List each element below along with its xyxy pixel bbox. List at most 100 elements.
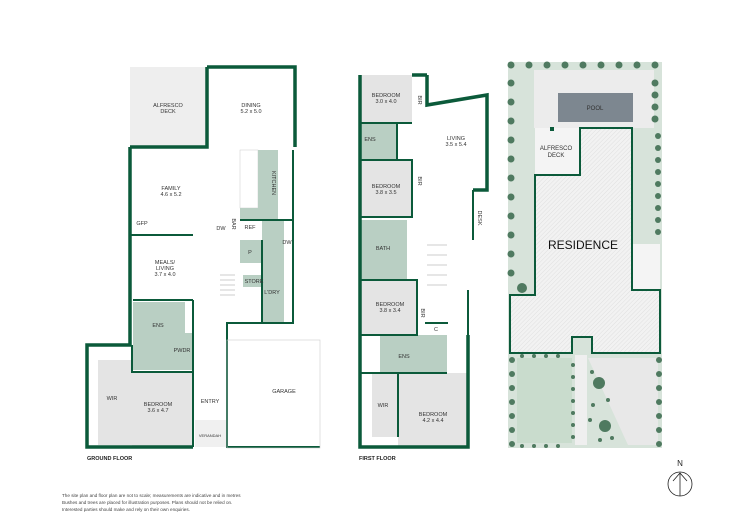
dining-label: DINING bbox=[241, 103, 260, 109]
tree-icon bbox=[588, 418, 592, 422]
tree-icon bbox=[509, 371, 515, 377]
first-floor-title: FIRST FLOOR bbox=[359, 456, 396, 462]
tree-icon bbox=[544, 354, 548, 358]
tree-icon bbox=[590, 370, 594, 374]
tree-icon bbox=[509, 399, 515, 405]
wir-label: WIR bbox=[107, 396, 118, 402]
tree-icon bbox=[544, 444, 548, 448]
tree-icon bbox=[532, 444, 536, 448]
ref-label: REF bbox=[245, 225, 257, 231]
first-floor-plan: BEDROOM 3.0 x 4.0 BIR LIVING 3.5 x 5.4 D… bbox=[358, 73, 489, 462]
bedroom2-size: 3.8 x 3.5 bbox=[375, 190, 396, 196]
garage-outline bbox=[226, 339, 321, 449]
kitchen-floor bbox=[240, 208, 258, 220]
ens1-area bbox=[360, 123, 397, 160]
tree-icon bbox=[656, 357, 662, 363]
store-label: STORE bbox=[245, 279, 264, 285]
verandah-label: VERANDAH bbox=[199, 433, 221, 438]
disclaimer: The site plan and floor plan are not to … bbox=[62, 492, 362, 513]
tree-icon bbox=[651, 115, 659, 123]
bir3-label: BIR bbox=[419, 308, 425, 317]
tree-icon bbox=[507, 250, 515, 258]
north-label: N bbox=[677, 459, 683, 468]
living-size: 3.5 x 5.4 bbox=[445, 142, 466, 148]
tree-icon bbox=[507, 155, 515, 163]
tree-icon bbox=[507, 174, 515, 182]
alfresco-label: ALFRESCO bbox=[153, 103, 183, 109]
tree-icon bbox=[599, 420, 611, 432]
site-deck-label: DECK bbox=[548, 153, 565, 159]
bedroom1-label: BEDROOM bbox=[372, 93, 401, 99]
bedroom1-size: 3.0 x 4.0 bbox=[375, 99, 396, 105]
store-area bbox=[243, 275, 262, 287]
tree-icon bbox=[651, 103, 659, 111]
bedroom-label: BEDROOM bbox=[144, 402, 173, 408]
desk-label: DESK bbox=[476, 211, 482, 226]
bedroom4-label: BEDROOM bbox=[419, 412, 448, 418]
site-plan: POOL ALFRESCO DECK RESIDENCE bbox=[507, 61, 662, 448]
bedroom4-area bbox=[398, 373, 468, 447]
bath-area bbox=[360, 220, 407, 280]
tree-icon bbox=[656, 413, 662, 419]
ens1-label: ENS bbox=[364, 137, 376, 143]
tree-icon bbox=[655, 217, 661, 223]
tree-icon bbox=[591, 403, 595, 407]
tree-icon bbox=[507, 212, 515, 220]
dw-label: DW bbox=[216, 226, 226, 232]
ens2-area bbox=[380, 335, 447, 373]
tree-icon bbox=[606, 398, 610, 402]
tree-icon bbox=[571, 375, 575, 379]
tree-icon bbox=[543, 61, 551, 69]
disclaimer-line-2: Bushes and trees are placed for illustra… bbox=[62, 500, 233, 505]
tree-icon bbox=[571, 363, 575, 367]
tree-icon bbox=[655, 229, 661, 235]
north-arrow: N bbox=[667, 459, 693, 497]
tree-icon bbox=[532, 354, 536, 358]
tree-icon bbox=[655, 181, 661, 187]
kitchen-label: KITCHEN bbox=[270, 171, 276, 195]
ground-floor-plan: ALFRESCO DECK DINING 5.2 x 5.0 FAMILY 4.… bbox=[85, 65, 321, 462]
tree-icon bbox=[651, 91, 659, 99]
tree-icon bbox=[610, 436, 614, 440]
tree-icon bbox=[651, 61, 659, 69]
alfresco-deck-area bbox=[130, 67, 207, 147]
disclaimer-line-1: The site plan and floor plan are not to … bbox=[62, 493, 241, 498]
gfp-label: GFP bbox=[136, 221, 148, 227]
pantry-label: P bbox=[248, 250, 252, 256]
alfresco-deck-site bbox=[535, 128, 580, 175]
entry-label: ENTRY bbox=[201, 399, 220, 405]
meals-label-2: LIVING bbox=[156, 266, 174, 272]
tree-icon bbox=[615, 61, 623, 69]
tree-icon bbox=[655, 133, 661, 139]
first-stairs bbox=[427, 244, 447, 286]
tree-icon bbox=[571, 387, 575, 391]
tree-icon bbox=[556, 444, 560, 448]
tree-icon bbox=[556, 354, 560, 358]
dining-size: 5.2 x 5.0 bbox=[240, 109, 261, 115]
meals-label: MEALS/ bbox=[155, 260, 176, 266]
tree-icon bbox=[571, 411, 575, 415]
tree-icon bbox=[509, 357, 515, 363]
residence-footprint bbox=[509, 127, 661, 354]
tree-icon bbox=[507, 98, 515, 106]
garage-label: GARAGE bbox=[272, 389, 296, 395]
tree-icon bbox=[507, 269, 515, 277]
cupboard-label: C bbox=[434, 327, 438, 333]
front-lawn bbox=[517, 358, 572, 443]
tree-icon bbox=[633, 61, 641, 69]
first-interior-walls bbox=[360, 122, 474, 437]
tree-icon bbox=[656, 399, 662, 405]
laundry-area bbox=[262, 220, 284, 323]
ground-stairs bbox=[220, 274, 235, 296]
bar-label: BAR bbox=[230, 218, 236, 229]
pantry-area bbox=[240, 240, 262, 263]
tree-icon bbox=[571, 423, 575, 427]
trees bbox=[507, 61, 662, 448]
bedroom3-label: BEDROOM bbox=[376, 302, 405, 308]
tree-icon bbox=[655, 145, 661, 151]
tree-icon bbox=[520, 354, 524, 358]
tree-icon bbox=[507, 61, 515, 69]
meals-size: 3.7 x 4.0 bbox=[154, 272, 175, 278]
wir-area bbox=[98, 360, 132, 445]
